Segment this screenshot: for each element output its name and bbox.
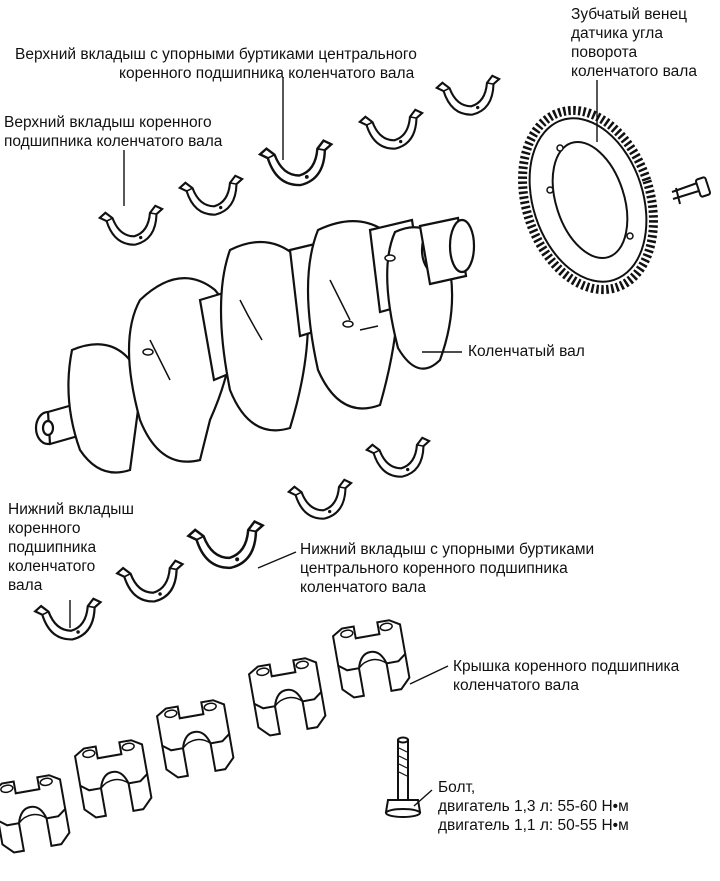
label-line: коленчатого вала	[453, 677, 579, 694]
label-line: Болт,	[438, 779, 476, 796]
label-line: вала	[8, 577, 43, 594]
label-line: поворота	[571, 44, 638, 61]
label-line: двигатель 1,1 л: 50-55 Н•м	[438, 817, 629, 834]
label-bolt: Болт, двигатель 1,3 л: 55-60 Н•м двигате…	[438, 778, 629, 835]
ring-gear	[518, 105, 658, 295]
label-lower-thrust-shell: Нижний вкладыш с упорными буртиками цент…	[300, 540, 594, 597]
label-line: Нижний вкладыш	[8, 501, 134, 518]
label-lower-shell: Нижний вкладыш коренного подшипника коле…	[8, 500, 134, 595]
label-upper-shell: Верхний вкладыш коренного подшипника кол…	[4, 113, 222, 151]
screw	[671, 176, 712, 205]
label-line: двигатель 1,3 л: 55-60 Н•м	[438, 798, 629, 815]
label-line: коленчатого вала	[571, 63, 697, 80]
label-line: Верхний вкладыш с упорными буртиками цен…	[15, 46, 417, 63]
label-upper-thrust-shell: Верхний вкладыш с упорными буртиками цен…	[15, 45, 417, 83]
label-bearing-cap: Крышка коренного подшипника коленчатого …	[453, 657, 679, 695]
label-line: подшипника	[8, 539, 97, 556]
label-line: подшипника коленчатого вала	[4, 133, 223, 150]
label-line: Коленчатый вал	[468, 343, 585, 360]
label-line: коренного	[8, 520, 81, 537]
label-ring-gear: Зубчатый венец датчика угла поворота кол…	[571, 5, 697, 81]
label-line: Крышка коренного подшипника	[453, 658, 680, 675]
label-line: Зубчатый венец	[571, 6, 687, 23]
leader-lines	[69, 78, 598, 807]
bolt	[384, 736, 422, 818]
bearing-cap	[0, 617, 413, 856]
label-line: центрального коренного подшипника	[300, 560, 568, 577]
label-crankshaft: Коленчатый вал	[468, 342, 585, 361]
label-line: коренного подшипника коленчатого вала	[119, 65, 415, 82]
label-line: коленчатого вала	[300, 579, 426, 596]
label-line: датчика угла	[571, 25, 663, 42]
crankshaft	[34, 216, 476, 474]
label-line: Нижний вкладыш с упорными буртиками	[300, 541, 595, 558]
label-line: Верхний вкладыш коренного	[4, 114, 212, 131]
label-line: коленчатого	[8, 558, 96, 575]
